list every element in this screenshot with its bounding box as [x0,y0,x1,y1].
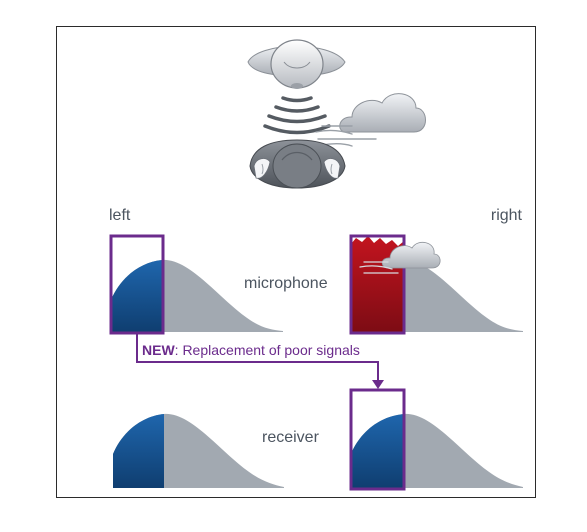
microphone-label: microphone [244,275,328,292]
callout-text: NEW: Replacement of poor signals [142,342,360,358]
right-microphone-highlight-box [349,234,406,335]
callout-emphasis: NEW [142,342,175,358]
receiver-label: receiver [262,429,320,446]
left-label: left [109,207,131,224]
right-label: right [491,207,523,224]
right-receiver-highlight-box [349,388,406,491]
figure-frame [56,26,536,498]
replacement-arrow [136,333,384,389]
right-microphone-signal [349,234,523,335]
left-receiver-signal [113,413,284,488]
sound-waves-icon [263,96,331,135]
callout-description: : Replacement of poor signals [175,342,360,358]
head-top-view-icon [247,39,346,89]
left-microphone-signal [109,234,283,335]
wind-cloud-small-icon [359,241,441,274]
wind-cloud-icon [315,93,426,147]
head-with-hearing-aids-icon [249,139,346,189]
right-receiver-signal [349,388,523,491]
callout-background [140,340,380,358]
